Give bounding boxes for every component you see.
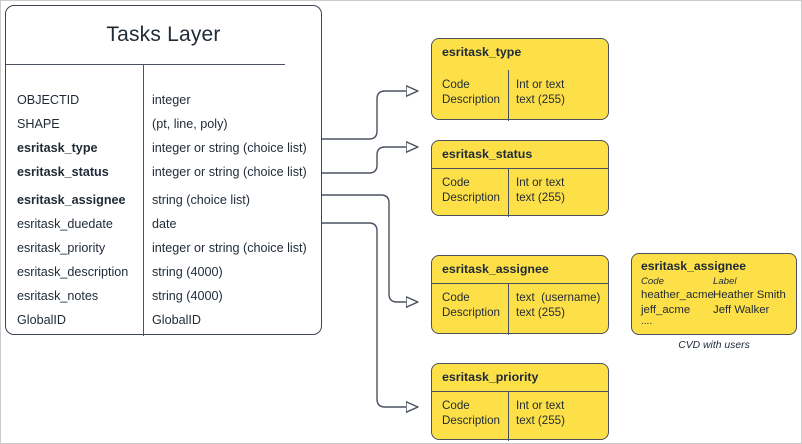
- field-name: esritask_priority: [17, 241, 106, 255]
- domain-left-column: Code Description: [442, 78, 500, 106]
- field-name: SHAPE: [17, 117, 60, 131]
- title-divider: [6, 64, 285, 65]
- table-row[interactable]: esritask_notes string (4000): [6, 284, 321, 308]
- table-row[interactable]: esritask_description string (4000): [6, 260, 321, 284]
- domain-right-column: Int or text text (255): [516, 176, 565, 204]
- table-row[interactable]: esritask_status integer or string (choic…: [6, 160, 321, 184]
- cvd-header-label: Label: [713, 276, 737, 287]
- domain-right-column: text (username) text (255): [516, 291, 601, 319]
- field-name: OBJECTID: [17, 93, 80, 107]
- domain-left-column: Code Description: [442, 291, 500, 319]
- cvd-ellipsis: ....: [641, 316, 653, 327]
- field-name: esritask_description: [17, 265, 129, 279]
- domain-right-column: Int or text text (255): [516, 78, 565, 106]
- cvd-row-code: jeff_acme: [641, 304, 691, 316]
- cvd-row-label: Jeff Walker: [713, 304, 770, 316]
- table-row[interactable]: esritask_assignee string (choice list): [6, 188, 321, 212]
- domain-box-esritask-status[interactable]: esritask_status Code Description Int or …: [431, 140, 609, 217]
- table-row[interactable]: esritask_type integer or string (choice …: [6, 136, 321, 160]
- table-row[interactable]: esritask_duedate date: [6, 212, 321, 236]
- cvd-title: esritask_assignee: [641, 259, 747, 273]
- table-row[interactable]: OBJECTID integer: [6, 88, 321, 112]
- domain-title: esritask_type: [442, 45, 522, 59]
- field-name: esritask_duedate: [17, 217, 113, 231]
- field-type: string (4000): [152, 289, 223, 303]
- field-type: string (choice list): [152, 193, 250, 207]
- field-name: esritask_assignee: [17, 193, 126, 207]
- field-type: string (4000): [152, 265, 223, 279]
- field-name: GlobalID: [17, 313, 66, 327]
- tasks-layer-entity[interactable]: Tasks Layer OBJECTID integer SHAPE (pt, …: [5, 5, 322, 336]
- field-type: GlobalID: [152, 313, 201, 327]
- domain-title: esritask_priority: [442, 370, 539, 384]
- domain-column-divider: [508, 283, 509, 335]
- domain-box-esritask-assignee[interactable]: esritask_assignee Code Description text …: [431, 255, 609, 335]
- cvd-header-code: Code: [641, 276, 664, 287]
- column-divider: [143, 64, 144, 336]
- domain-column-divider: [508, 70, 509, 121]
- domain-title: esritask_status: [442, 147, 533, 161]
- table-row[interactable]: SHAPE (pt, line, poly): [6, 112, 321, 136]
- domain-left-column: Code Description: [442, 176, 500, 204]
- field-type: integer or string (choice list): [152, 141, 307, 155]
- table-row[interactable]: esritask_priority integer or string (cho…: [6, 236, 321, 260]
- domain-header-divider: [432, 391, 608, 392]
- connector-priority: [322, 222, 418, 407]
- domain-right-column: Int or text text (255): [516, 399, 565, 427]
- field-name: esritask_type: [17, 141, 98, 155]
- cvd-row-code: heather_acme: [641, 289, 714, 301]
- domain-left-column: Code Description: [442, 399, 500, 427]
- page-title: Tasks Layer: [106, 23, 221, 46]
- field-name: esritask_status: [17, 165, 109, 179]
- domain-column-divider: [508, 391, 509, 441]
- field-type: integer or string (choice list): [152, 241, 307, 255]
- domain-header-divider: [432, 283, 608, 284]
- domain-column-divider: [508, 168, 509, 217]
- domain-header-divider: [432, 168, 608, 169]
- field-type: date: [152, 217, 177, 231]
- domain-box-esritask-priority[interactable]: esritask_priority Code Description Int o…: [431, 363, 609, 441]
- cvd-caption: CVD with users: [678, 340, 750, 351]
- connector-status: [322, 147, 418, 174]
- domain-box-esritask-type[interactable]: esritask_type Code Description Int or te…: [431, 38, 609, 121]
- connector-type: [322, 91, 418, 140]
- cvd-row-label: Heather Smith: [713, 289, 786, 301]
- field-type: integer: [152, 93, 191, 107]
- field-name: esritask_notes: [17, 289, 99, 303]
- field-type: integer or string (choice list): [152, 165, 307, 179]
- connector-assignee: [322, 194, 418, 302]
- domain-title: esritask_assignee: [442, 262, 549, 276]
- table-row[interactable]: GlobalID GlobalID: [6, 308, 321, 332]
- cvd-assignee-box[interactable]: esritask_assignee Code Label heather_acm…: [631, 253, 797, 335]
- field-type: (pt, line, poly): [152, 117, 228, 131]
